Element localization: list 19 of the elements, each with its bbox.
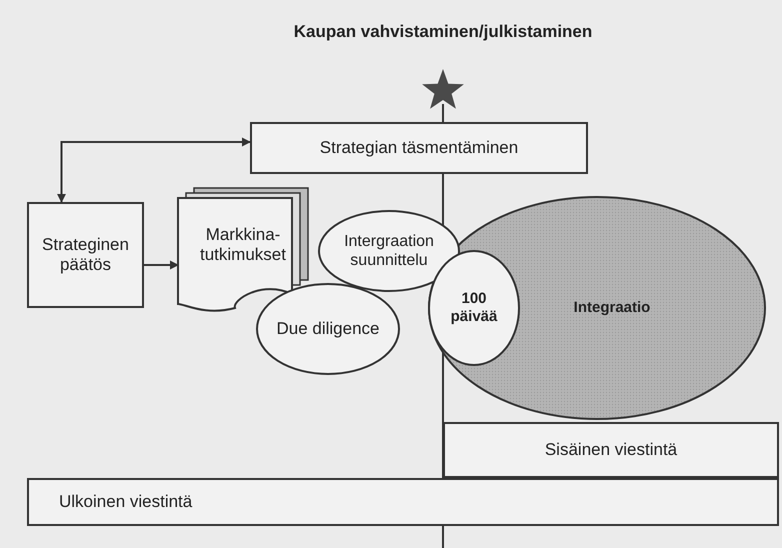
process-box — [27, 202, 144, 308]
node-label: Intergraation suunnittelu — [343, 232, 435, 270]
process-box — [443, 422, 779, 478]
connector-line — [144, 260, 179, 270]
node-label: Markkina-tutkimukset — [199, 224, 287, 266]
node-label: Strategian täsmentäminen — [320, 138, 518, 158]
heading-text: Kaupan vahvistaminen/julkistaminen — [294, 22, 592, 42]
node-label: 100 päivää — [450, 290, 498, 326]
document-stack — [178, 188, 308, 310]
node-label: Integraatio — [574, 299, 650, 317]
node-label: Ulkoinen viestintä — [59, 492, 192, 512]
ellipse-node — [256, 283, 400, 375]
process-box — [27, 478, 779, 526]
node-label: Sisäinen viestintä — [544, 440, 678, 460]
node-label: Strateginen päätös — [41, 234, 130, 276]
process-box — [250, 122, 588, 174]
node-label: Due diligence — [276, 318, 380, 340]
connector-line — [57, 138, 251, 203]
connector-line — [442, 104, 444, 122]
